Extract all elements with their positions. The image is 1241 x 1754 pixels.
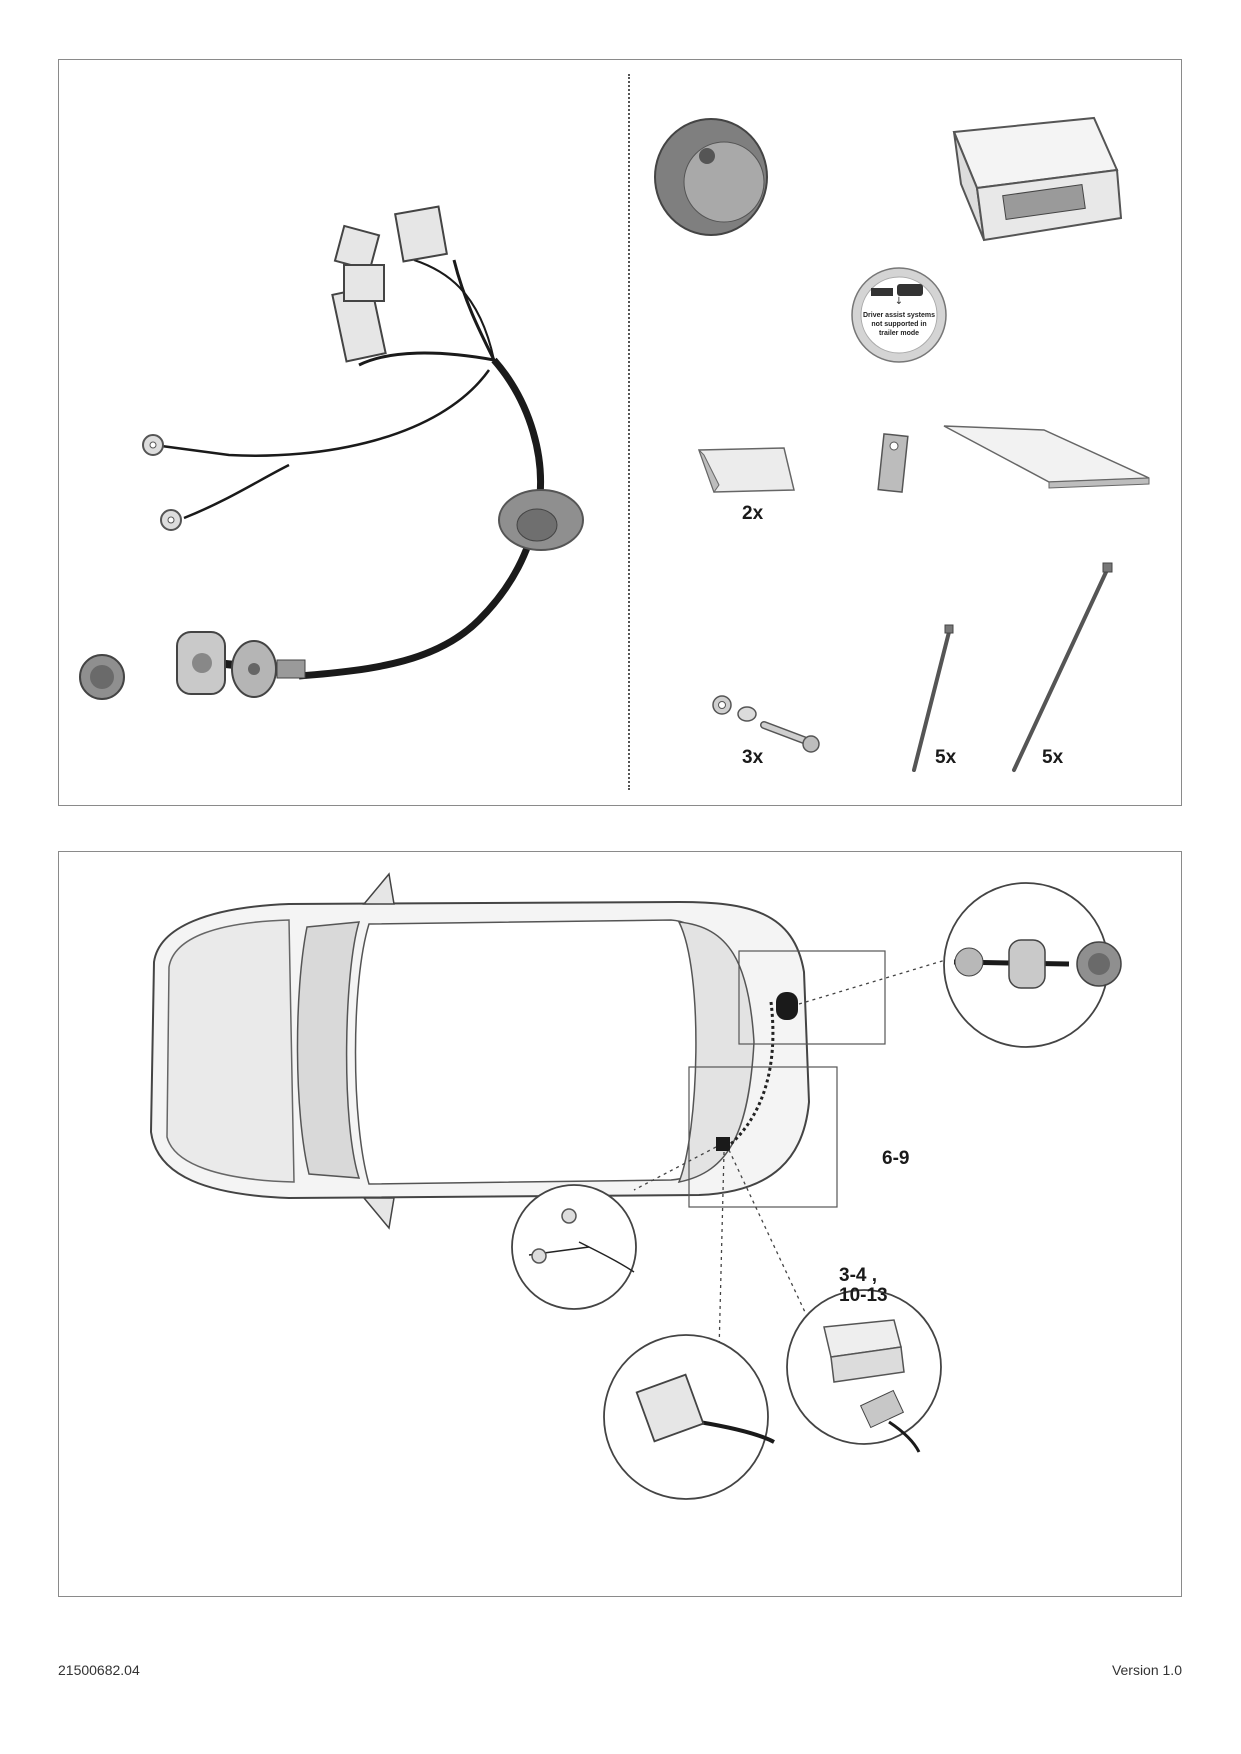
kit-illustration: ↓ Driver assist systems not supported in… (79, 116, 1150, 772)
foam-strip-illustration (943, 425, 1150, 489)
car-top-view-illustration (149, 872, 886, 1230)
kit-contents-panel: ↓ Driver assist systems not supported in… (58, 59, 1182, 806)
trailer-socket-illustration (654, 118, 768, 236)
sticker-line-3: trailer mode (879, 330, 919, 337)
qty-cable-ties-long: 5x (1042, 747, 1064, 768)
detail-module-circle (786, 1289, 942, 1453)
callout-module-steps-line2: 10-13 (839, 1285, 888, 1306)
bolt-set-illustration (712, 695, 820, 753)
warning-sticker-illustration: ↓ Driver assist systems not supported in… (851, 267, 947, 363)
qty-cable-ties-short: 5x (935, 747, 957, 768)
installation-overview-panel: 6-9 3-4 , 10-13 (58, 851, 1182, 1597)
qty-adhesive-pads: 2x (742, 503, 764, 524)
sticker-line-2: not supported in (871, 321, 926, 328)
callout-module-steps-line1: 3-4 , (839, 1265, 878, 1286)
wiring-harness-illustration (79, 205, 584, 700)
adhesive-pad-illustration (697, 447, 795, 494)
sticker-line-1: Driver assist systems (863, 312, 935, 319)
control-module-illustration (952, 116, 1123, 242)
panel-divider (628, 74, 630, 790)
svg-text:↓: ↓ (895, 296, 903, 307)
callout-socket-steps: 6-9 (882, 1148, 910, 1169)
part-number: 21500682.04 (58, 1662, 140, 1678)
bracket-illustration (877, 433, 909, 493)
detail-socket-circle (943, 882, 1122, 1048)
cable-tie-short-illustration (912, 624, 954, 772)
detail-connector-circle (603, 1334, 775, 1500)
car-illustration (149, 872, 1122, 1500)
detail-ground-circle (511, 1184, 637, 1310)
qty-bolts: 3x (742, 747, 764, 768)
cable-tie-long-illustration (1012, 562, 1113, 772)
version-label: Version 1.0 (1111, 1662, 1182, 1678)
